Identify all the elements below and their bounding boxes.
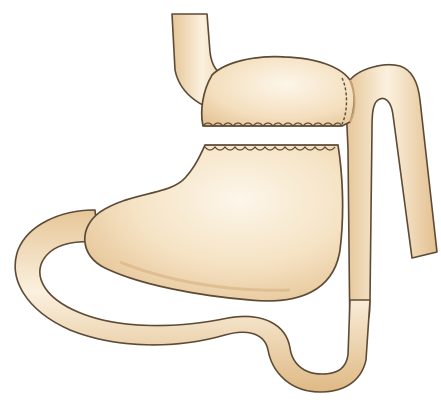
remnant-stomach xyxy=(85,145,343,301)
gastric-pouch xyxy=(202,57,354,126)
